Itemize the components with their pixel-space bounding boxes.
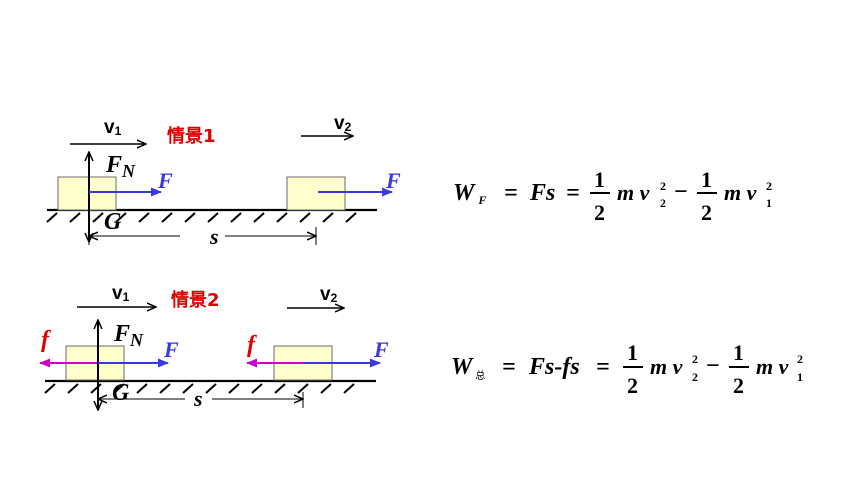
normal-force-label: FN: [105, 152, 136, 181]
eq2-term1: m v: [650, 354, 683, 379]
applied-force-left-label: F: [163, 337, 179, 362]
eq2-minus: −: [706, 353, 720, 379]
block-end: [286, 176, 346, 211]
normal-force-label: FN: [113, 321, 144, 350]
eq2-frac1-den: 2: [627, 373, 638, 398]
scene-1-title: 情景1: [167, 126, 216, 147]
v1-label: v1: [104, 117, 122, 138]
eq2-equals-1: =: [502, 354, 516, 380]
eq2-term2-sup: 2: [797, 352, 803, 366]
eq2-term2-sub: 1: [797, 370, 803, 384]
eq2-frac2-num: 1: [733, 340, 744, 365]
eq2-mid: Fs-fs: [528, 354, 580, 380]
eq1-frac2-den: 2: [701, 200, 712, 225]
eq1-equals-1: =: [504, 180, 518, 206]
v2-label: v2: [320, 284, 338, 305]
eq1-frac2-num: 1: [701, 167, 712, 192]
eq1-frac1-den: 2: [594, 200, 605, 225]
scene-2-title: 情景2: [171, 290, 220, 311]
eq1-term1-sub: 2: [660, 196, 666, 210]
applied-force-right-label: F: [373, 337, 389, 362]
eq1-term2-sup: 2: [766, 179, 772, 193]
scene-1: v1 情景1 v2 FN G: [46, 113, 401, 249]
displacement-label: s: [193, 386, 203, 411]
applied-force-left-label: F: [157, 168, 173, 193]
ground-hatching: [44, 383, 355, 394]
v1-label: v1: [112, 283, 130, 304]
eq2-term1-sub: 2: [692, 370, 698, 384]
eq1-term2: m v: [724, 180, 757, 205]
eq2-frac2-den: 2: [733, 373, 744, 398]
eq2-term2: m v: [756, 354, 789, 379]
friction-left-label: f: [41, 327, 51, 353]
eq2-frac1-num: 1: [627, 340, 638, 365]
eq1-mid: Fs: [529, 180, 555, 206]
eq1-minus: −: [674, 179, 688, 205]
gravity-label: G: [112, 380, 130, 406]
eq2-term1-sup: 2: [692, 352, 698, 366]
eq2-equals-2: =: [596, 354, 610, 380]
eq1-term1: m v: [617, 180, 650, 205]
scene-2: v1 情景2 v2 f f: [39, 283, 389, 411]
eq1-frac1-num: 1: [594, 167, 605, 192]
friction-right-label: f: [247, 332, 257, 358]
displacement-label: s: [209, 224, 219, 249]
applied-force-right-label: F: [385, 168, 401, 193]
eq1-term1-sup: 2: [660, 179, 666, 193]
v2-label: v2: [334, 113, 352, 134]
block-start: [57, 176, 117, 211]
ground-hatching: [46, 212, 357, 223]
gravity-label: G: [104, 209, 122, 235]
eq1-equals-2: =: [566, 180, 580, 206]
eq1-term2-sub: 1: [766, 196, 772, 210]
